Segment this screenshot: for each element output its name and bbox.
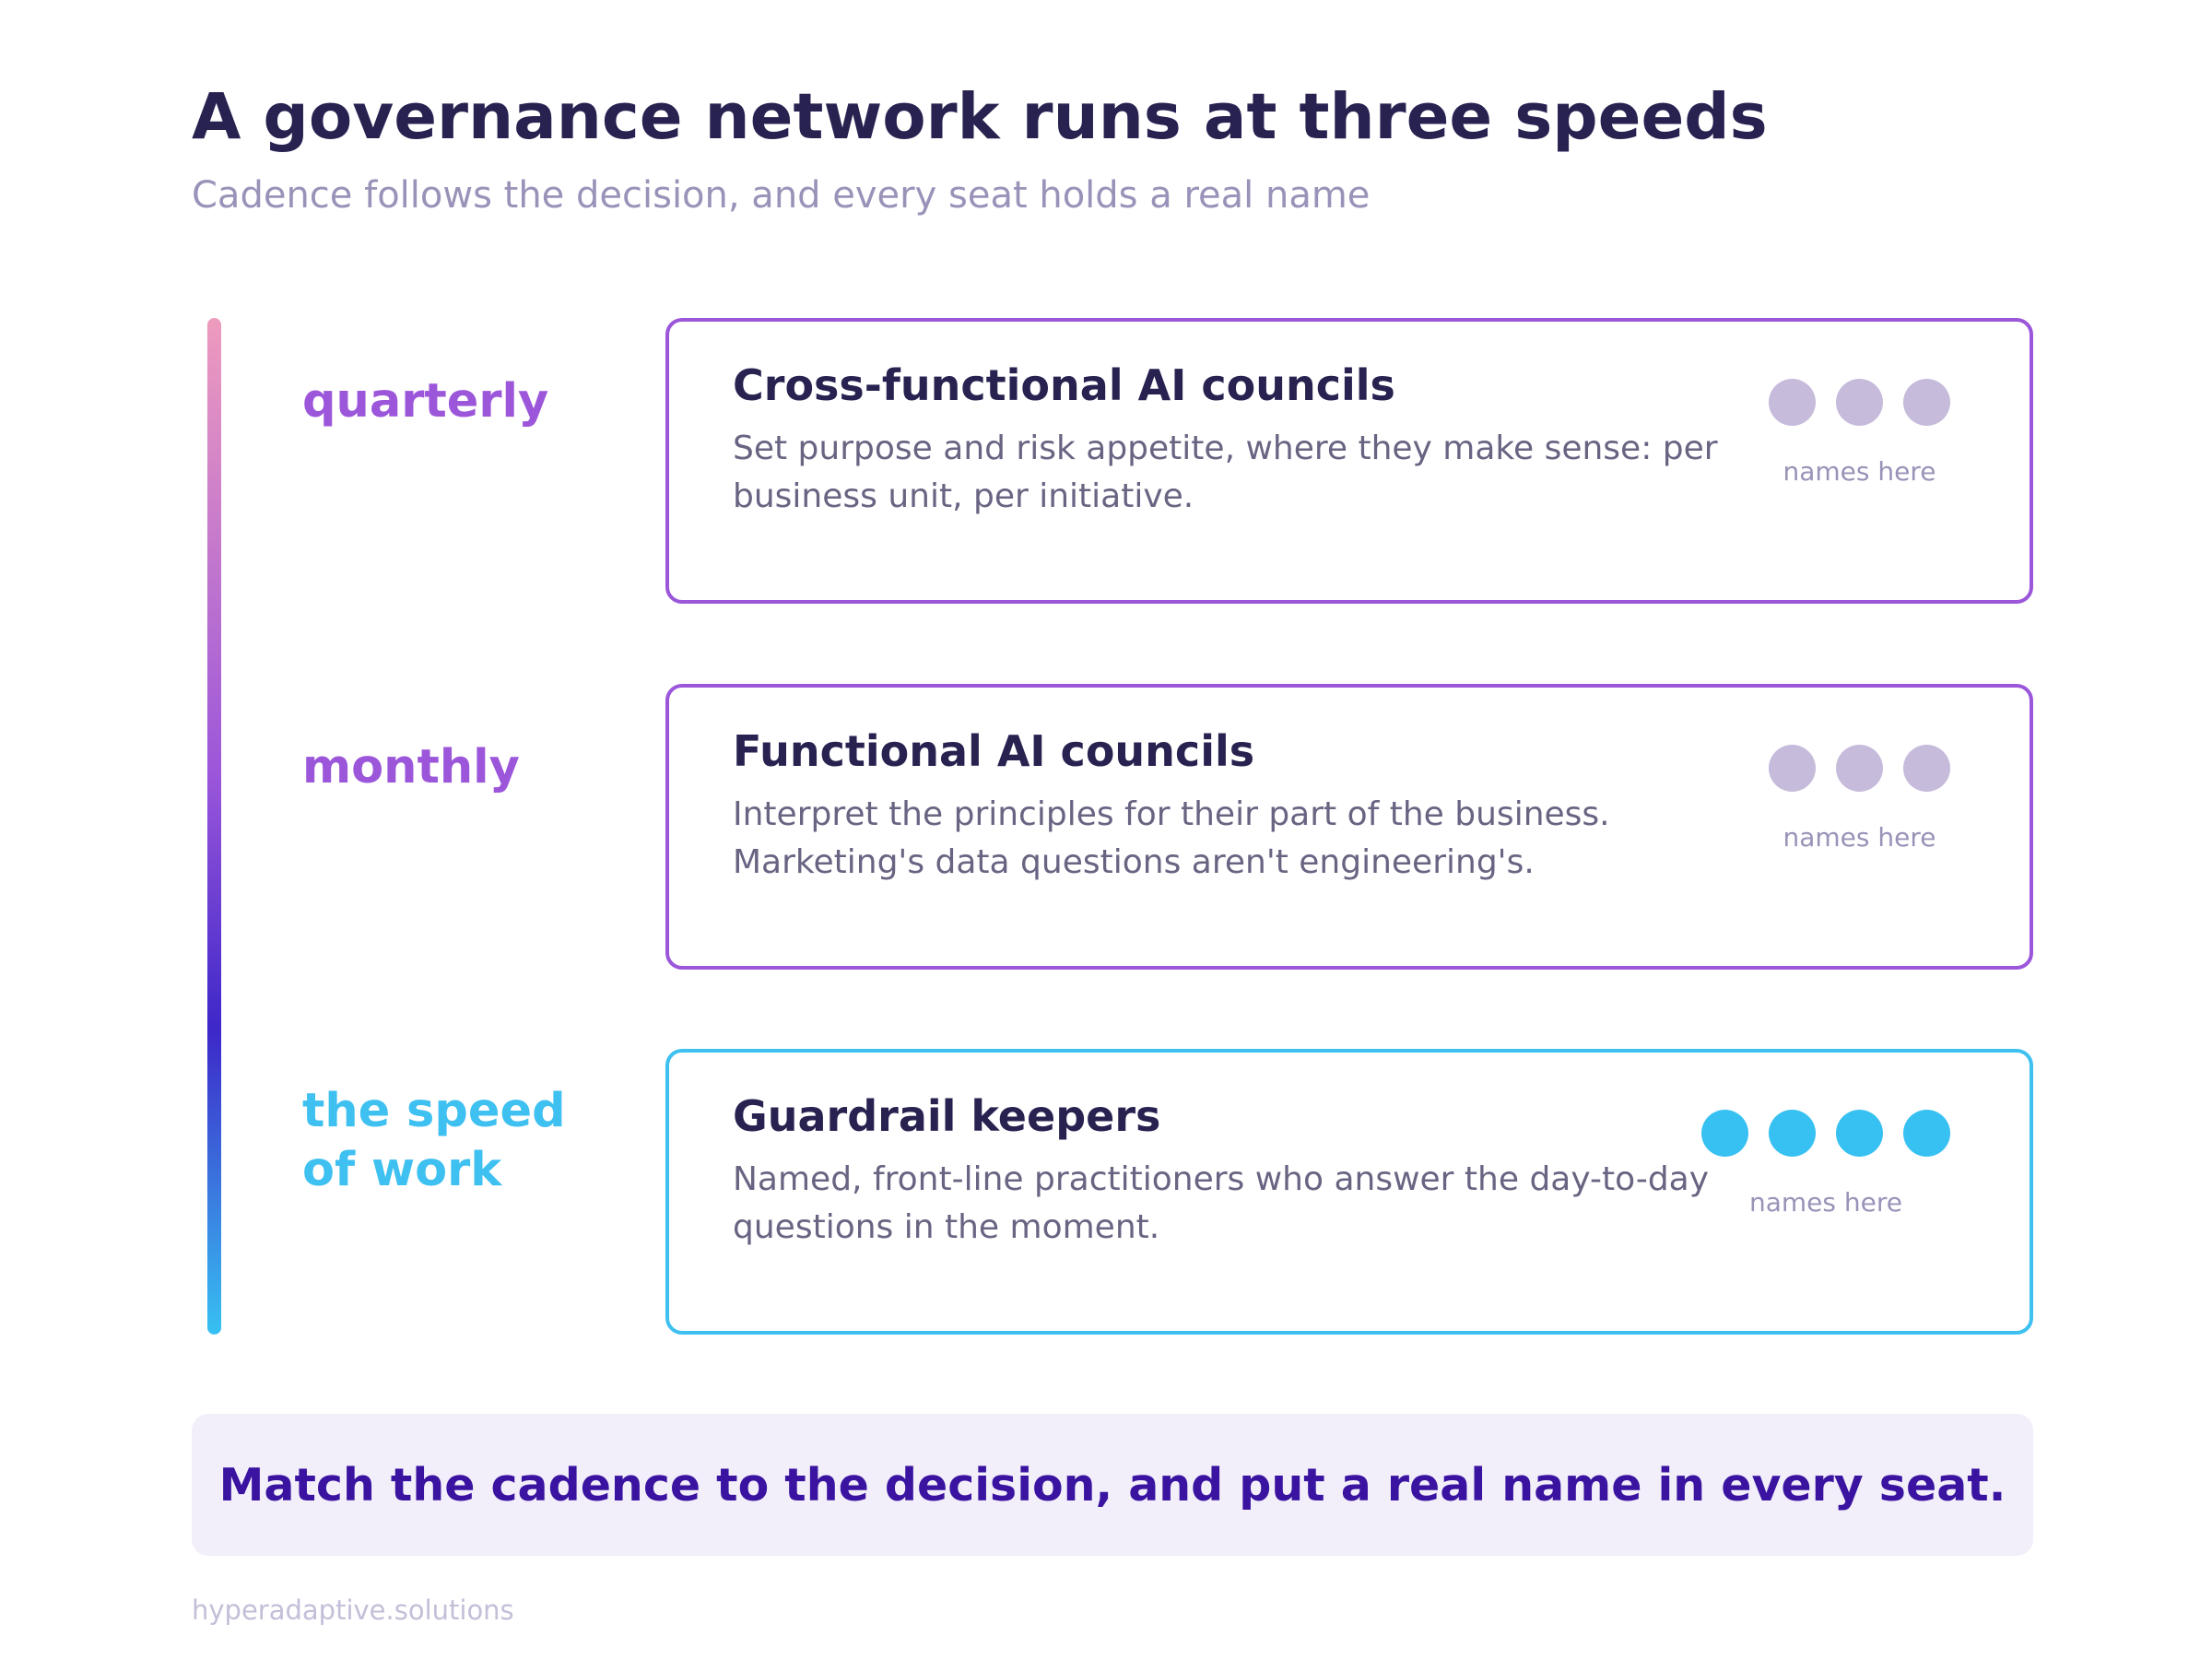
names-placeholder-label: names here — [1783, 822, 1936, 853]
cadence-label-speed-of-work: the speed of work — [302, 1084, 566, 1197]
tier-title: Guardrail keepers — [733, 1091, 1161, 1141]
page-subtitle: Cadence follows the decision, and every … — [192, 174, 1371, 217]
seat-placeholder-dot — [1836, 379, 1883, 426]
seat-placeholder-dot — [1769, 745, 1816, 792]
seat-placeholder-dot — [1903, 1110, 1950, 1157]
tier-title: Cross-functional AI councils — [733, 360, 1395, 410]
seat-placeholders — [1769, 379, 1950, 426]
names-placeholder-label: names here — [1749, 1187, 1902, 1218]
cadence-timeline-bar — [207, 318, 221, 1335]
seat-placeholder-dot — [1701, 1110, 1748, 1157]
tier-description: Interpret the principles for their part … — [733, 795, 1610, 881]
tier-card-cross-functional-councils: Cross-functional AI councils Set purpose… — [665, 318, 2033, 604]
seat-placeholders — [1769, 745, 1950, 792]
tier-card-functional-councils: Functional AI councils Interpret the pri… — [665, 684, 2033, 970]
seat-placeholder-dot — [1903, 379, 1950, 426]
tier-description: Named, front-line practitioners who answ… — [733, 1160, 1710, 1246]
seat-placeholders — [1701, 1110, 1950, 1157]
page-title: A governance network runs at three speed… — [192, 80, 1768, 154]
takeaway-text: Match the cadence to the decision, and p… — [218, 1458, 2006, 1512]
tier-title: Functional AI councils — [733, 726, 1255, 776]
seat-placeholder-dot — [1903, 745, 1950, 792]
seat-placeholder-dot — [1836, 1110, 1883, 1157]
footer-source: hyperadaptive.solutions — [192, 1594, 514, 1626]
cadence-label-quarterly: quarterly — [302, 374, 549, 429]
seat-placeholder-dot — [1769, 1110, 1816, 1157]
takeaway-banner: Match the cadence to the decision, and p… — [192, 1414, 2033, 1556]
tier-card-guardrail-keepers: Guardrail keepers Named, front-line prac… — [665, 1049, 2033, 1335]
names-placeholder-label: names here — [1783, 456, 1936, 487]
seat-placeholder-dot — [1769, 379, 1816, 426]
tier-description: Set purpose and risk appetite, where the… — [733, 429, 1718, 515]
cadence-label-monthly: monthly — [302, 740, 520, 794]
seat-placeholder-dot — [1836, 745, 1883, 792]
